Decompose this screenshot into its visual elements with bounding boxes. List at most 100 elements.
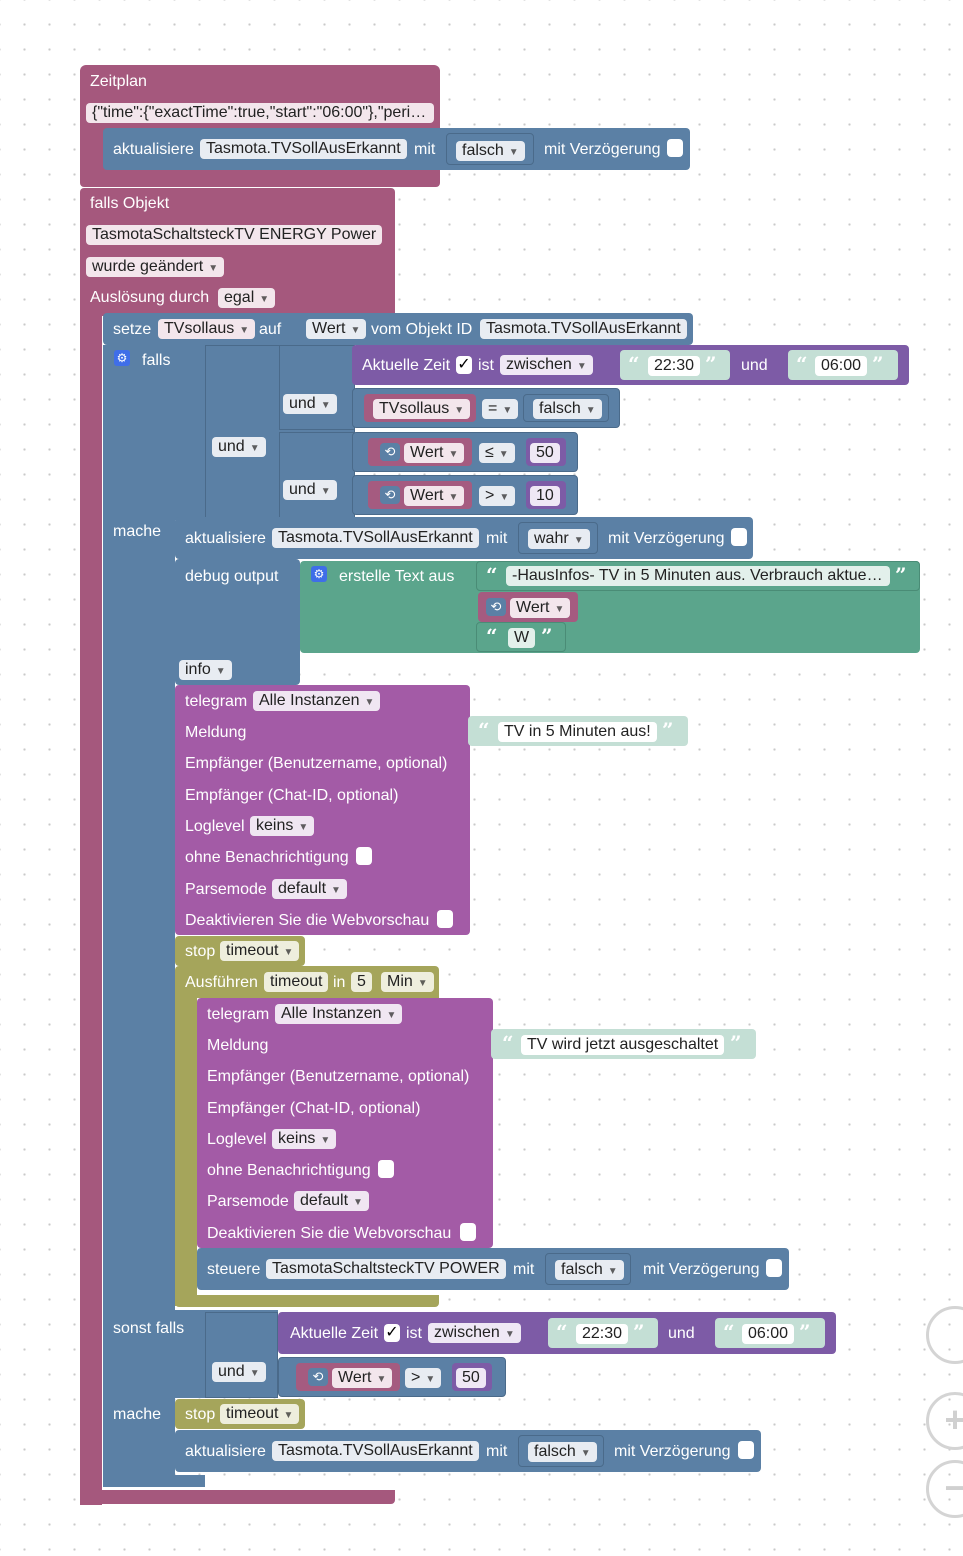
control-with: mit bbox=[513, 1261, 535, 1278]
zoom-in-icon[interactable]: + bbox=[926, 1392, 963, 1450]
object-trigger-label: falls Objekt bbox=[90, 195, 170, 212]
disable-preview-checkbox-1[interactable] bbox=[437, 910, 453, 928]
changed-dropdown[interactable]: wurde geändert▼ bbox=[86, 257, 225, 277]
message-field-1[interactable]: TV in 5 Minuten aus! bbox=[498, 722, 657, 742]
create-text-gear-icon[interactable]: ⚙ bbox=[311, 566, 327, 582]
and-dropdown-inner-1[interactable]: und▼ bbox=[283, 394, 337, 414]
le-dropdown[interactable]: ≤▼ bbox=[479, 443, 515, 463]
refresh-icon: ⟲ bbox=[380, 443, 400, 461]
debug-level-dropdown[interactable]: info▼ bbox=[179, 660, 232, 680]
end-time-field[interactable]: 06:00 bbox=[815, 356, 868, 376]
update-with-3: mit bbox=[486, 1443, 508, 1460]
message-label-1: Meldung bbox=[185, 724, 247, 741]
update-object-field-3[interactable]: Tasmota.TVSollAusErkannt bbox=[272, 1441, 479, 1461]
timeout-bottom bbox=[175, 1295, 439, 1307]
timeout-amount-field[interactable]: 5 bbox=[351, 972, 372, 992]
recipient-user-label-2: Empfänger (Benutzername, optional) bbox=[207, 1068, 470, 1085]
bool-dropdown-4[interactable]: falsch▼ bbox=[555, 1260, 624, 1280]
stop-label-1: stop bbox=[185, 943, 216, 960]
telegram-instances-dropdown-2[interactable]: Alle Instanzen▼ bbox=[275, 1004, 403, 1024]
timeout-rail bbox=[175, 996, 197, 1306]
value-dropdown-2[interactable]: Wert▼ bbox=[404, 486, 465, 506]
set-label: setze bbox=[113, 321, 152, 338]
debug-value-dropdown[interactable]: Wert▼ bbox=[510, 598, 571, 618]
refresh-icon: ⟲ bbox=[486, 598, 506, 616]
else-start-time-field[interactable]: 22:30 bbox=[576, 1324, 629, 1344]
object-trigger-field[interactable]: TasmotaSchaltsteckTV ENERGY Power bbox=[86, 225, 383, 245]
else-gt-dropdown[interactable]: >▼ bbox=[405, 1368, 442, 1388]
recenter-icon[interactable] bbox=[926, 1306, 963, 1364]
zoom-out-label: − bbox=[944, 1467, 963, 1508]
stop-dropdown-1[interactable]: timeout▼ bbox=[220, 941, 300, 961]
else-number-field-50[interactable]: 50 bbox=[456, 1368, 486, 1388]
quote-open-icon: “ bbox=[556, 1320, 568, 1344]
number-field-10[interactable]: 10 bbox=[530, 486, 560, 506]
message-field-2[interactable]: TV wird jetzt ausgeschaltet bbox=[521, 1035, 725, 1055]
else-end-time-field[interactable]: 06:00 bbox=[742, 1324, 795, 1344]
value-dropdown-1[interactable]: Wert▼ bbox=[404, 443, 465, 463]
value-type-dropdown[interactable]: Wert▼ bbox=[306, 319, 367, 339]
and-dropdown-outer[interactable]: und▼ bbox=[212, 437, 266, 457]
update-object-field-1[interactable]: Tasmota.TVSollAusErkannt bbox=[200, 139, 407, 159]
delay-checkbox-2[interactable] bbox=[731, 528, 747, 546]
control-delay-checkbox[interactable] bbox=[766, 1259, 782, 1277]
delay-checkbox-3[interactable] bbox=[738, 1441, 754, 1459]
schedule-field[interactable]: {"time":{"exactTime":true,"start":"06:00… bbox=[86, 103, 434, 123]
control-object-field[interactable]: TasmotaSchaltsteckTV POWER bbox=[266, 1259, 506, 1279]
parsemode-dropdown-1[interactable]: default▼ bbox=[272, 879, 347, 899]
and-block-inner-2[interactable] bbox=[279, 432, 355, 520]
if-label: falls bbox=[142, 352, 171, 369]
equals-dropdown[interactable]: =▼ bbox=[482, 399, 519, 419]
zoom-out-icon[interactable]: − bbox=[926, 1460, 963, 1518]
telegram-instances-dropdown-1[interactable]: Alle Instanzen▼ bbox=[253, 691, 381, 711]
variable-dropdown[interactable]: TVsollaus▼ bbox=[373, 399, 471, 419]
if-settings-gear-icon[interactable]: ⚙ bbox=[114, 350, 130, 366]
set-to-label: auf bbox=[259, 321, 282, 338]
timeout-name-field[interactable]: timeout bbox=[264, 972, 329, 992]
else-ist-label: ist bbox=[406, 1325, 422, 1342]
else-if-label: sonst falls bbox=[113, 1320, 185, 1337]
timeout-unit-dropdown[interactable]: Min▼ bbox=[381, 972, 434, 992]
bool-dropdown-2[interactable]: falsch▼ bbox=[533, 399, 602, 419]
bool-dropdown-5[interactable]: falsch▼ bbox=[528, 1442, 597, 1462]
and-block-inner-1[interactable] bbox=[279, 345, 355, 430]
timeout-label: Ausführen bbox=[185, 974, 258, 991]
delay-checkbox-1[interactable] bbox=[667, 139, 683, 157]
loglevel-dropdown-2[interactable]: keins▼ bbox=[272, 1129, 337, 1149]
stop-dropdown-2[interactable]: timeout▼ bbox=[220, 1404, 300, 1424]
silent-checkbox-1[interactable] bbox=[356, 847, 372, 865]
set-object-field[interactable]: Tasmota.TVSollAusErkannt bbox=[480, 319, 687, 339]
disable-preview-checkbox-2[interactable] bbox=[460, 1223, 476, 1241]
between-dropdown[interactable]: zwischen▼ bbox=[500, 355, 593, 375]
quote-close-icon: ” bbox=[799, 1320, 811, 1344]
and-dropdown-else[interactable]: und▼ bbox=[212, 1362, 266, 1382]
message-label-2: Meldung bbox=[207, 1037, 269, 1054]
start-time-field[interactable]: 22:30 bbox=[648, 356, 701, 376]
parsemode-dropdown-2[interactable]: default▼ bbox=[294, 1191, 369, 1211]
if-block-bottom bbox=[103, 1475, 205, 1487]
and-dropdown-inner-2[interactable]: und▼ bbox=[283, 480, 337, 500]
bool-dropdown-3[interactable]: wahr▼ bbox=[528, 529, 590, 549]
cause-label: Auslösung durch bbox=[90, 289, 210, 306]
from-object-label: vom Objekt ID bbox=[371, 321, 473, 338]
else-value-dropdown[interactable]: Wert▼ bbox=[332, 1368, 393, 1388]
disable-preview-label-1: Deaktivieren Sie die Webvorschau bbox=[185, 912, 430, 929]
cause-dropdown[interactable]: egal▼ bbox=[218, 288, 276, 308]
bool-dropdown-1[interactable]: falsch▼ bbox=[456, 141, 525, 161]
update-object-field-2[interactable]: Tasmota.TVSollAusErkannt bbox=[272, 528, 479, 548]
else-time-checkbox[interactable]: ✓ bbox=[384, 1324, 400, 1342]
text-field-3[interactable]: W bbox=[508, 628, 536, 648]
update-label-3: aktualisiere bbox=[185, 1443, 266, 1460]
set-variable-dropdown[interactable]: TVsollaus▼ bbox=[158, 319, 256, 339]
gt-dropdown-1[interactable]: >▼ bbox=[479, 486, 516, 506]
time-checkbox[interactable]: ✓ bbox=[456, 356, 472, 374]
loglevel-dropdown-1[interactable]: keins▼ bbox=[250, 816, 315, 836]
telegram-label-2: telegram bbox=[207, 1006, 270, 1023]
do-label-2: mache bbox=[113, 1406, 162, 1423]
and-block-else[interactable] bbox=[205, 1312, 278, 1398]
else-between-dropdown[interactable]: zwischen▼ bbox=[428, 1323, 521, 1343]
silent-checkbox-2[interactable] bbox=[378, 1160, 394, 1178]
stop-label-2: stop bbox=[185, 1406, 216, 1423]
text-field-1[interactable]: -HausInfos- TV in 5 Minuten aus. Verbrau… bbox=[506, 566, 890, 586]
number-field-50[interactable]: 50 bbox=[530, 443, 560, 463]
